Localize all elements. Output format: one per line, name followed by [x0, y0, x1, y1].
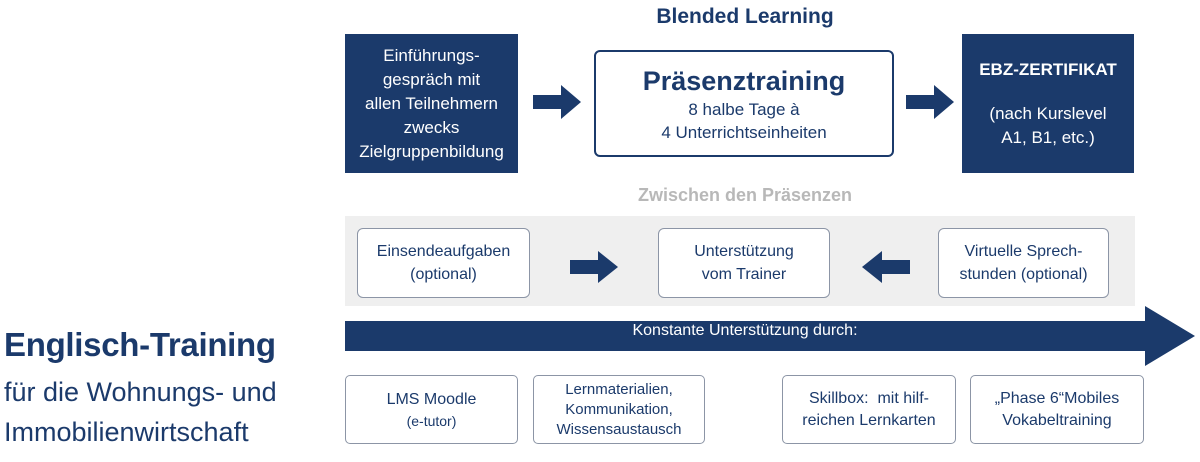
- einsende-line: Einsendeaufgaben: [376, 243, 511, 260]
- praesenztraining-line: 8 halbe Tage à: [688, 99, 800, 119]
- unterst-line: vom Trainer: [701, 266, 787, 283]
- unterstuetzung-box: Unterstützung vom Trainer: [658, 228, 830, 298]
- arrow-left-icon: [862, 251, 910, 283]
- lms-subtitle: (e-tutor): [406, 412, 457, 429]
- sprechstunden-box: Virtuelle Sprech- stunden (optional): [938, 228, 1109, 298]
- skill-line: reichen Lernkarten: [802, 411, 936, 429]
- intro-box: Einführungs- gespräch mit allen Teilnehm…: [345, 34, 518, 173]
- blended-learning-title: Blended Learning: [656, 5, 834, 28]
- unterst-line: Unterstützung: [694, 243, 794, 260]
- skill-line: Skillbox: mit hilf-: [808, 389, 929, 407]
- certificate-line: A1, B1, etc.): [1001, 127, 1095, 147]
- skillbox-box: Skillbox: mit hilf- reichen Lernkarten: [782, 375, 956, 444]
- einsende-line: (optional): [410, 266, 477, 283]
- certificate-title: EBZ-ZERTIFIKAT: [979, 59, 1117, 79]
- einsendeaufgaben-box: Einsendeaufgaben (optional): [357, 228, 530, 298]
- virtuell-line: stunden (optional): [959, 266, 1088, 283]
- intro-line: gespräch mit: [382, 69, 481, 89]
- intro-line: allen Teilnehmern: [365, 93, 498, 113]
- certificate-line: (nach Kurslevel: [989, 103, 1107, 123]
- praesenztraining-box: Präsenztraining 8 halbe Tage à 4 Unterri…: [594, 50, 894, 157]
- certificate-box: EBZ-ZERTIFIKAT (nach Kurslevel A1, B1, e…: [962, 34, 1134, 173]
- lms-moodle-box: LMS Moodle (e-tutor): [345, 375, 518, 444]
- lernmaterialien-box: Lernmaterialien, Kommunikation, Wissensa…: [533, 375, 705, 444]
- lern-line: Wissensaustausch: [556, 420, 682, 438]
- between-title: Zwischen den Präsenzen: [637, 185, 853, 205]
- timeline-arrow-icon: [345, 306, 1195, 366]
- praesenztraining-line: 4 Unterrichtseinheiten: [661, 122, 827, 142]
- praesenztraining-title: Präsenztraining: [642, 65, 846, 96]
- subtitle-line-2: Immobilienwirtschaft: [4, 417, 249, 447]
- phase-line: Vokabeltraining: [1002, 411, 1112, 429]
- subtitle-line-1: für die Wohnungs- und: [4, 377, 277, 407]
- phase6-box: „Phase 6“Mobiles Vokabeltraining: [970, 375, 1144, 444]
- virtuell-line: Virtuelle Sprech-: [964, 243, 1083, 260]
- arrow-right-icon: [533, 85, 581, 119]
- lern-line: Lernmaterialien,: [565, 380, 673, 398]
- constant-support-label: Konstante Unterstützung durch:: [632, 322, 858, 339]
- intro-line: Zielgruppenbildung: [359, 141, 504, 161]
- lms-title: LMS Moodle: [386, 390, 477, 408]
- intro-line: zwecks: [403, 117, 460, 137]
- arrow-right-icon: [906, 85, 954, 119]
- intro-line: Einführungs-: [383, 45, 480, 65]
- phase-line: „Phase 6“Mobiles: [994, 389, 1120, 407]
- page-title: Englisch-Training: [4, 326, 276, 363]
- lern-line: Kommunikation,: [565, 400, 673, 418]
- page-subtitle: für die Wohnungs- und Immobilienwirtscha…: [4, 372, 344, 452]
- arrow-right-icon: [570, 251, 618, 283]
